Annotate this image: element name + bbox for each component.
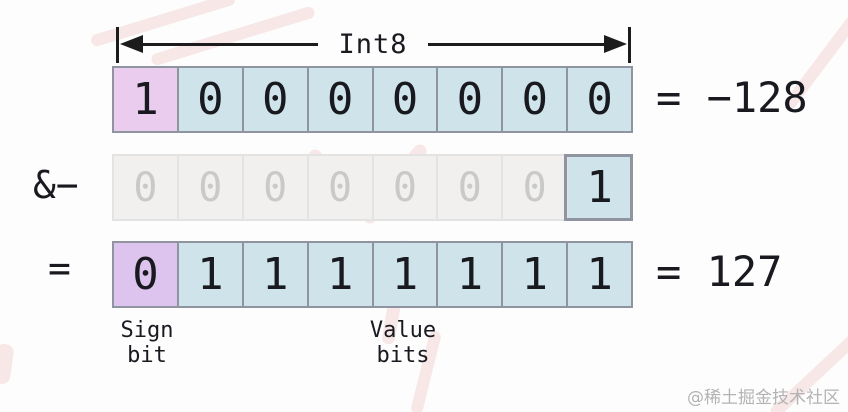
- bit-cell-inactive: 0: [371, 156, 437, 219]
- arrowhead-left-icon: [120, 35, 143, 53]
- value-bits-annotation-line1: Value: [369, 318, 437, 343]
- bit-cell-inactive: 0: [114, 156, 177, 219]
- bit-cell: 1: [566, 243, 631, 306]
- bit-row-minus-128: 1 0 0 0 0 0 0 0: [112, 66, 633, 133]
- bit-cell: 0: [306, 68, 372, 131]
- bit-cell-inactive: 0: [436, 156, 502, 219]
- bit-cell-sign: 0: [114, 243, 177, 306]
- bit-cell: 1: [371, 243, 437, 306]
- bit-cell: 0: [371, 68, 437, 131]
- bit-cell: 0: [176, 68, 242, 131]
- bit-row-operand-one: 0 0 0 0 0 0 0 1: [112, 154, 633, 221]
- bit-cell: 1: [176, 243, 242, 306]
- bit-cell: 1: [501, 243, 567, 306]
- bit-cell-inactive: 0: [176, 156, 242, 219]
- bit-cell: 0: [241, 68, 307, 131]
- bit-cell-inactive: 0: [241, 156, 307, 219]
- sign-bit-annotation: Sign bit: [97, 318, 197, 368]
- bit-cell-highlighted: 1: [564, 154, 633, 221]
- arrow-end-tick-right: [628, 27, 631, 63]
- bit-cell: 1: [306, 243, 372, 306]
- bit-cell: 0: [436, 68, 502, 131]
- watermark-stroke: [0, 342, 15, 386]
- arrow-end-tick-left: [116, 27, 119, 63]
- operator-equals: =: [48, 246, 71, 290]
- bit-cell: 0: [566, 68, 631, 131]
- bit-cell-sign: 1: [114, 68, 177, 131]
- community-watermark: @稀土掘金技术社区: [687, 388, 840, 408]
- bit-cell: 1: [241, 243, 307, 306]
- sign-bit-annotation-line1: Sign: [120, 318, 174, 343]
- operator-and-minus: &−: [33, 163, 79, 207]
- value-bits-annotation: Value bits: [343, 318, 463, 368]
- bit-cell: 1: [436, 243, 502, 306]
- bit-row-result-127: 0 1 1 1 1 1 1 1: [112, 241, 633, 308]
- value-bits-annotation-line2: bits: [376, 343, 430, 368]
- result-127: = 127: [656, 247, 783, 296]
- int8-label: Int8: [318, 28, 428, 62]
- bit-cell-inactive: 0: [501, 156, 567, 219]
- result-minus-128: = −128: [656, 73, 808, 122]
- bit-cell-inactive: 0: [306, 156, 372, 219]
- sign-bit-annotation-line2: bit: [127, 343, 167, 368]
- arrowhead-right-icon: [604, 35, 627, 53]
- bit-cell: 0: [501, 68, 567, 131]
